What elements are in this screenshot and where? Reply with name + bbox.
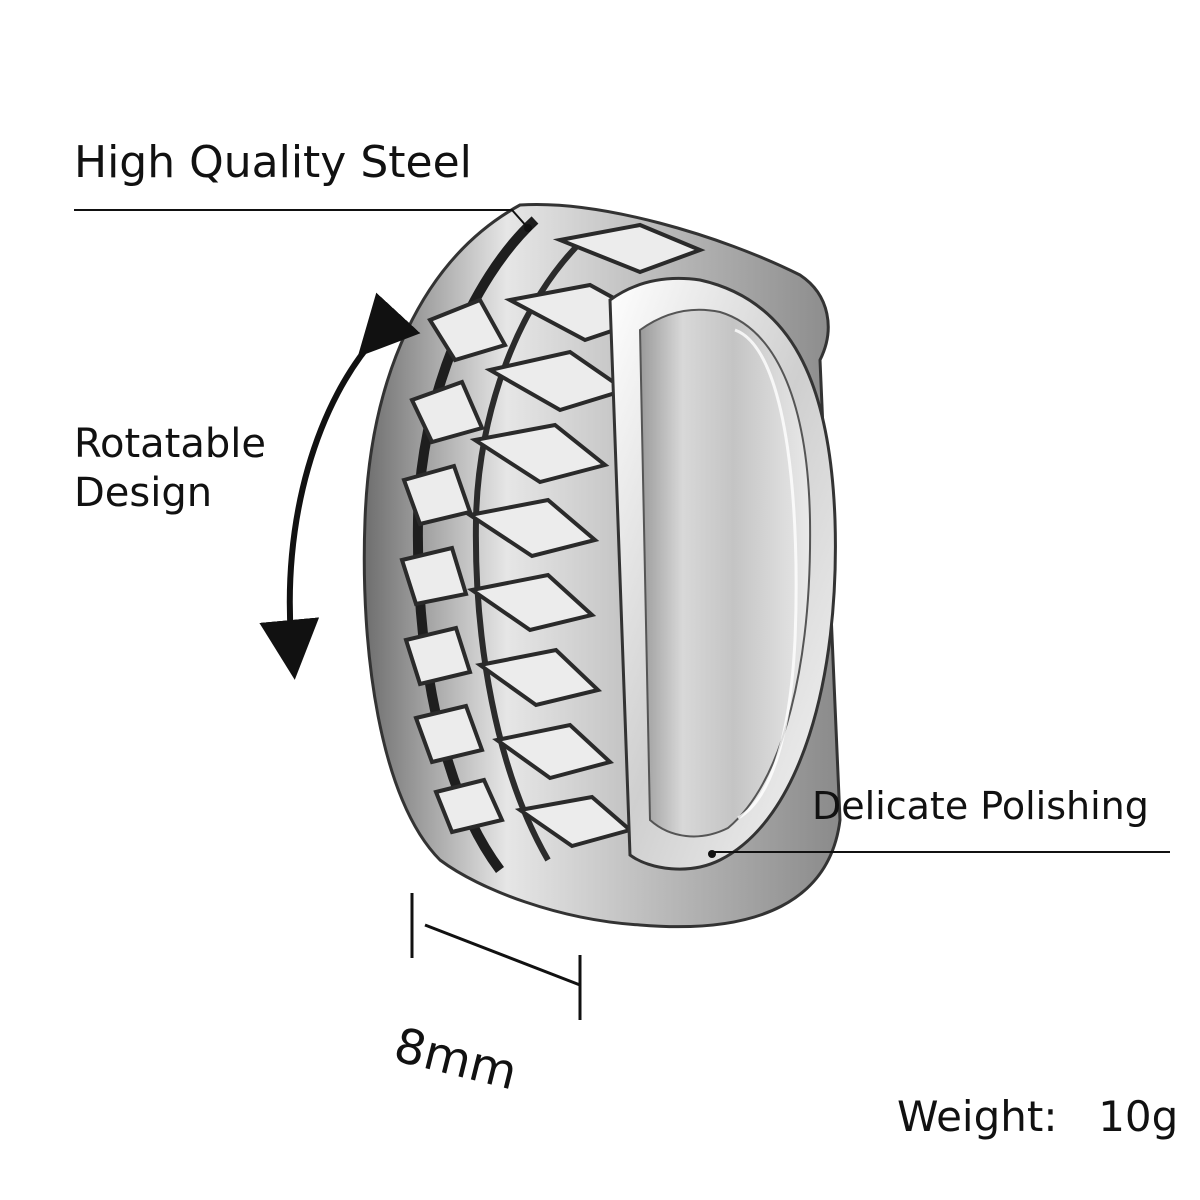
steel-leader-line — [74, 209, 529, 229]
curved-double-arrow-icon — [259, 292, 421, 680]
weight-label-value: 10g — [1098, 1092, 1179, 1141]
weight-label: Weight: 10g — [897, 1092, 1179, 1141]
rotation-label: Rotatable Design — [74, 420, 266, 518]
dimension-bracket-icon — [410, 893, 582, 1020]
ring-inner-surface — [638, 308, 812, 838]
polish-leader-dot — [708, 850, 716, 858]
steel-leader-dot — [524, 224, 532, 232]
ring-scale-pattern — [399, 222, 706, 849]
finish-label: Delicate Polishing — [812, 784, 1149, 828]
rotation-label-line1: Rotatable — [74, 421, 266, 467]
weight-label-key: Weight: — [897, 1092, 1058, 1141]
material-label: High Quality Steel — [74, 137, 472, 188]
rotation-label-line2: Design — [74, 469, 213, 516]
